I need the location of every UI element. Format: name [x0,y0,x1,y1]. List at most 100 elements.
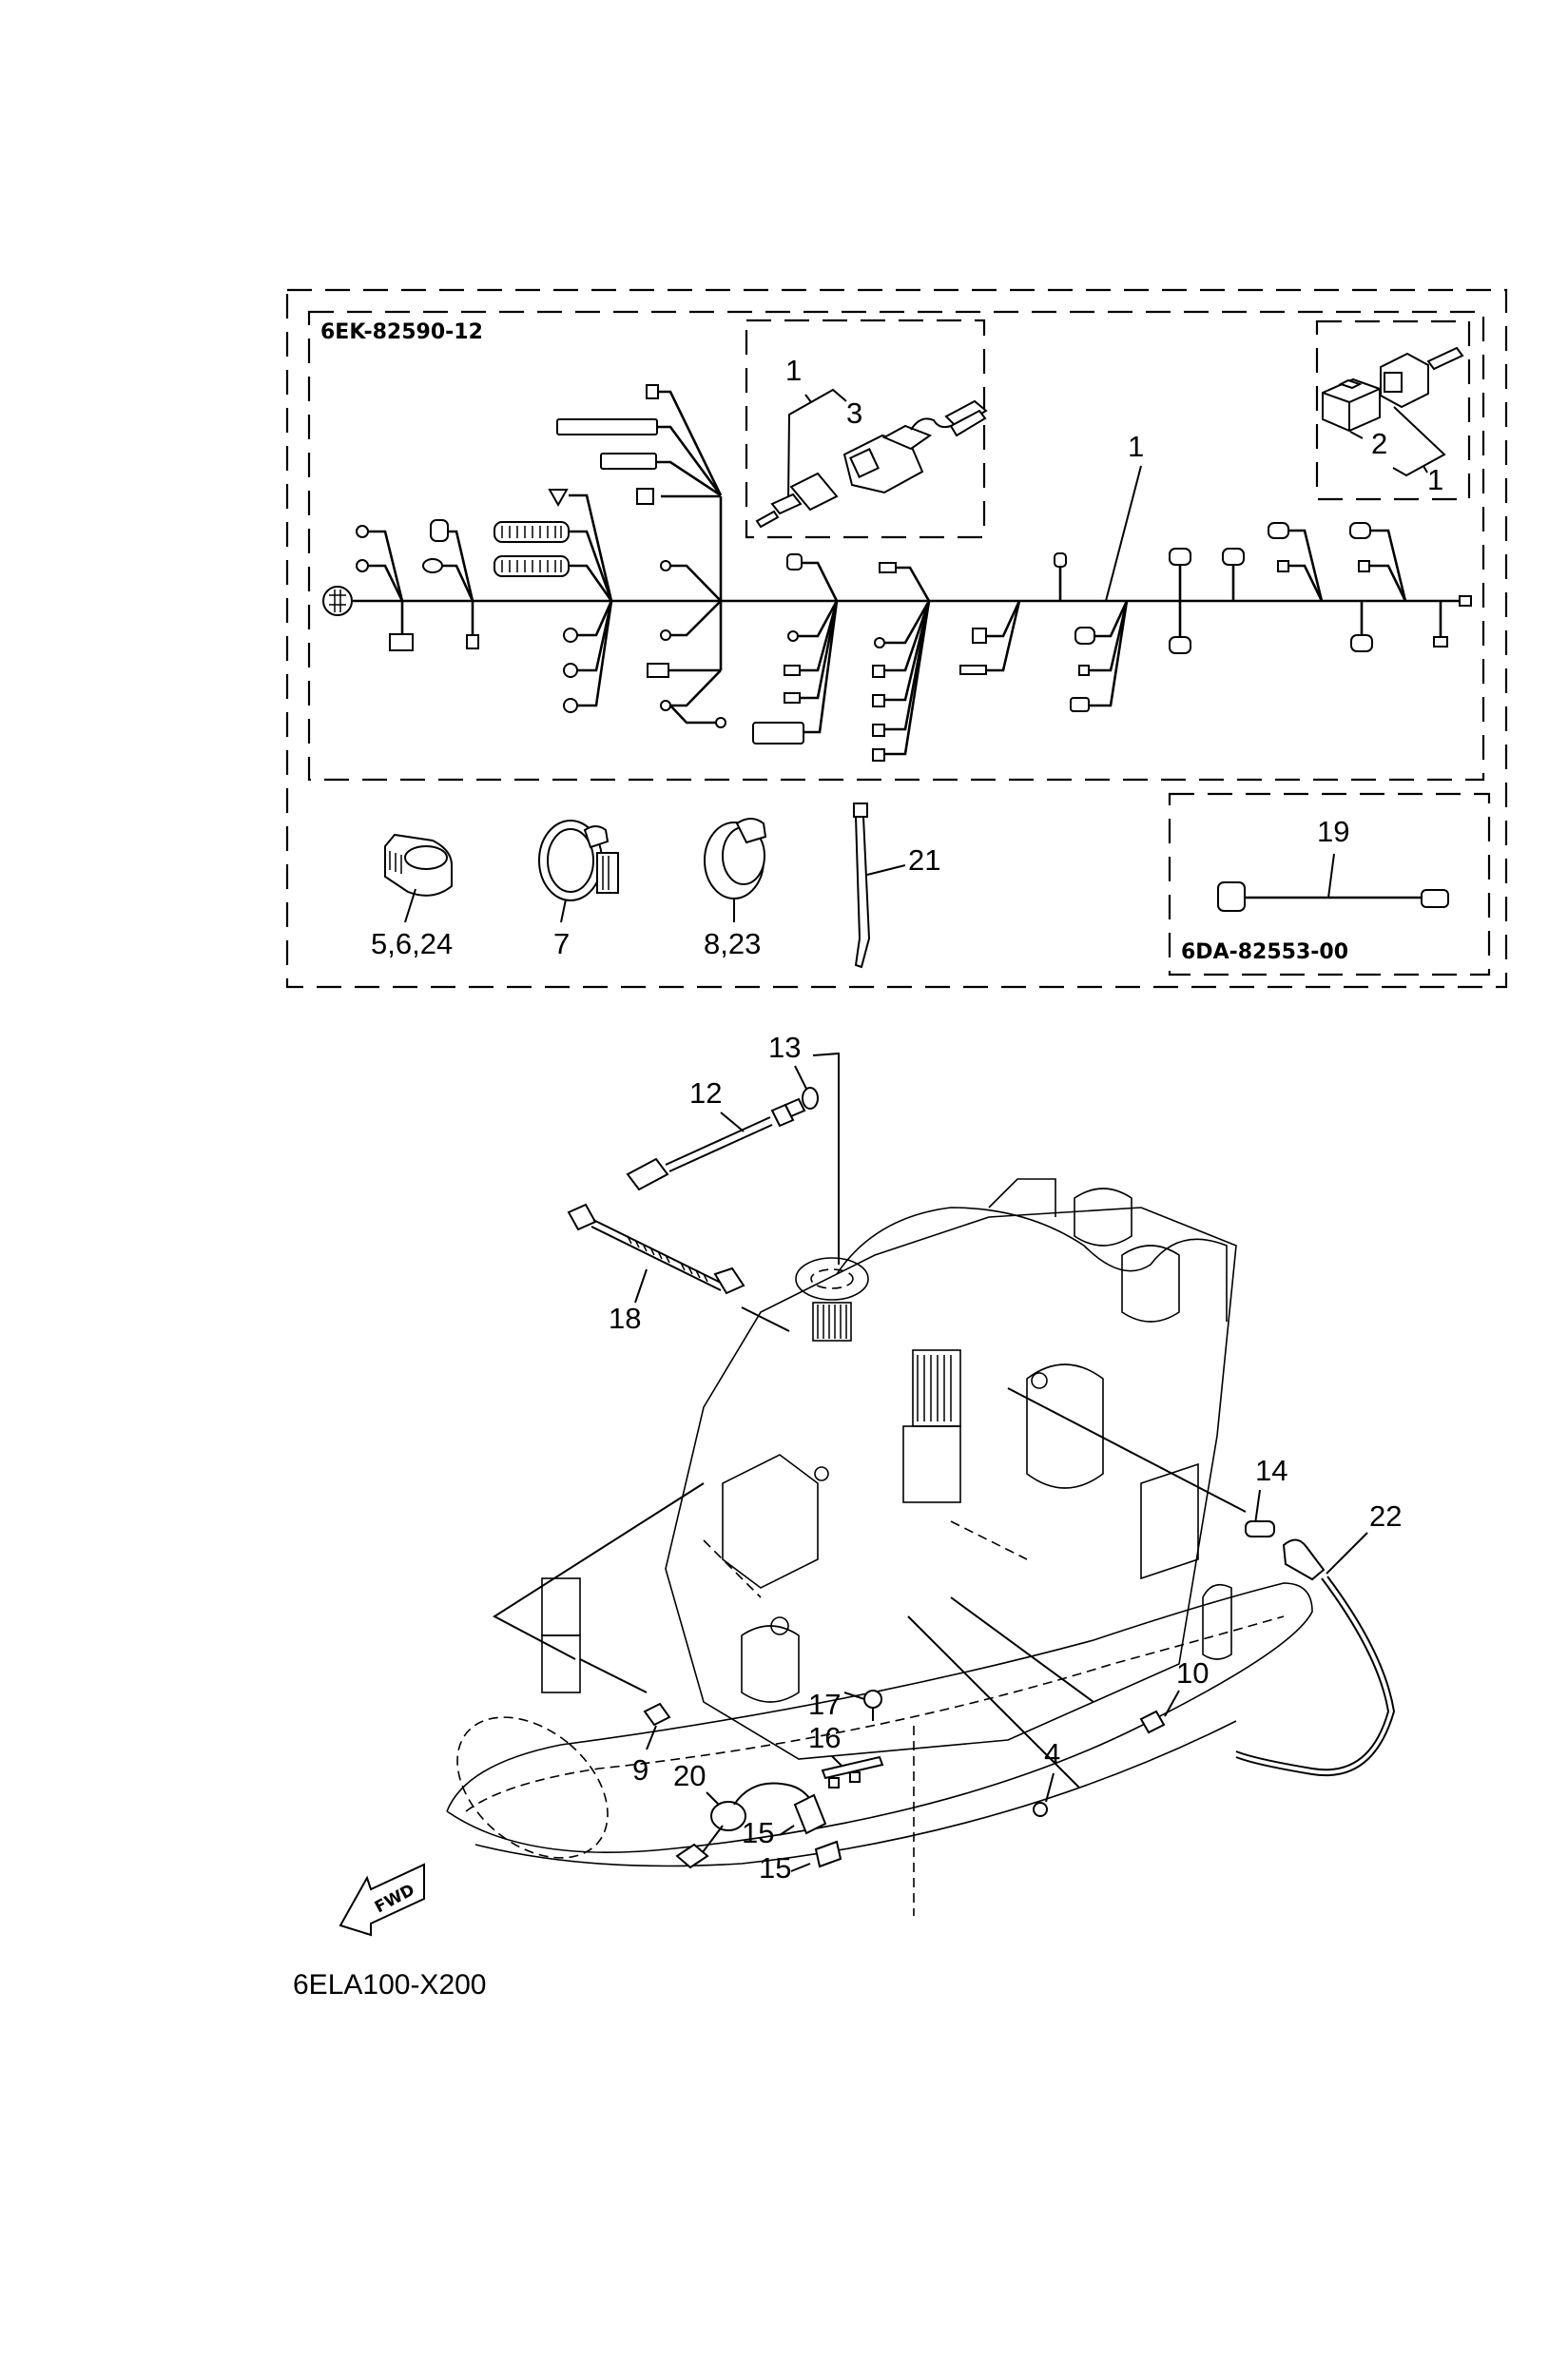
hose-clamp: 8,23 [704,818,767,960]
cover-icon [814,1840,842,1868]
leader-line [741,1306,790,1332]
cord-clamp: 5,6,24 [371,833,453,960]
connector-icon [872,748,885,762]
wiring-harness [322,384,1472,762]
connector-icon [1268,522,1289,539]
part-9: 9 [632,1702,671,1787]
callout-label: 4 [1044,1737,1060,1770]
connector-icon [1070,697,1090,712]
leader-line [1164,1690,1180,1717]
part-12: 13 [768,1031,819,1110]
connector-icon [1421,889,1449,908]
gasket-icon [802,1087,819,1110]
leader-line [1045,1772,1055,1803]
cable-tie: 21 [853,802,940,969]
part-10: 10 [1139,1656,1209,1734]
ecu-connector-icon [494,555,570,577]
bolt-icon [1139,1710,1166,1734]
leader-line [1007,1387,1247,1513]
callout-label: 14 [1255,1454,1287,1487]
connector-icon [1217,881,1246,912]
callout-label: 13 [768,1031,801,1064]
callout-label: 1 [785,354,802,387]
sub-harness-callout: 19 [1317,815,1349,848]
harness-box: 6EK-82590-12 1 3 [307,310,1485,782]
forward-arrow-icon [339,1863,425,1937]
knock-sensor-icon [567,1203,597,1231]
callout-label: 15 [742,1816,774,1849]
clip-callout: 21 [908,843,940,877]
leader-line [720,1112,745,1132]
connector-icon [1074,627,1095,645]
harness-box-outline [307,310,1485,782]
leader-line [404,888,416,923]
connector-icon [356,525,369,538]
ecu-connector-icon [494,521,570,543]
connector-icon [430,519,449,542]
figure-code: 6ELA100-X200 [293,1969,487,2001]
leader-line [1326,1532,1368,1575]
leader-line [1349,431,1364,439]
leader-line [843,1692,868,1701]
thermo-switch-plug-icon [626,1157,669,1191]
cable-tie-icon [853,802,868,818]
cap-lead-icon [1282,1538,1326,1581]
harness-callout: 1 [1128,430,1144,463]
connector-icon [389,633,414,651]
connector-icon [636,488,654,505]
clip-callout: 7 [553,927,570,960]
holder-icon [821,1755,884,1780]
callout-label: 16 [808,1721,841,1754]
part-13: 14 [1245,1454,1287,1537]
connector-subkit-a-box [745,319,986,539]
leader-line [812,1052,840,1265]
connector-icon [787,630,799,642]
connector-icon [972,628,987,644]
callout-label: 12 [689,1076,722,1110]
connector-subkit-b-box [1315,319,1471,501]
leader-line [804,394,812,403]
bolt-icon [863,1690,882,1709]
connector-icon [784,665,801,676]
engine-block [446,1178,1313,1867]
part-15: 15 [759,1840,842,1885]
part-14: 15 [742,1793,827,1849]
connector-icon [422,558,443,573]
connector-icon [1433,636,1448,648]
part-11: 12 [626,1076,806,1191]
callout-label: 22 [1369,1499,1402,1533]
leader-line [1423,465,1428,474]
kit-box [285,288,1508,989]
leader-line [493,1482,705,1660]
callout-label: 17 [808,1688,841,1721]
cap-connector-icon [1322,377,1381,433]
leader-line [1392,406,1446,477]
connector-icon [872,694,885,707]
sub-harness-box: 19 6DA-82553-00 [1168,792,1491,976]
part-18: 18 [567,1203,745,1335]
leader-line [1254,1489,1261,1525]
connector-subkit-b: 2 1 [1322,346,1464,496]
leader-line [1105,465,1142,602]
clip-callout: 8,23 [704,927,761,960]
part-22: 22 [1235,1499,1402,1777]
connector-subkit-a: 1 3 [755,354,988,529]
leader-line [646,1725,657,1750]
part-4: 4 [1033,1737,1060,1817]
part-17: 17 [808,1688,882,1721]
connector-icon [1054,552,1067,568]
connector-icon [872,724,885,737]
connector-icon [660,700,671,711]
connector-icon [1349,522,1371,539]
ecu-connector-icon [556,418,658,435]
connector-icon [563,663,578,678]
leader-line [579,1658,648,1693]
callout-label: 2 [1371,427,1387,460]
callout-label: 15 [759,1851,791,1885]
bottom-cowling [446,1582,1313,1853]
socket-housing-icon [842,399,988,494]
ecu-connector-icon [752,722,804,744]
plug-connector-icon [755,472,839,529]
harness-part-number: 6EK-82590-12 [320,320,483,344]
